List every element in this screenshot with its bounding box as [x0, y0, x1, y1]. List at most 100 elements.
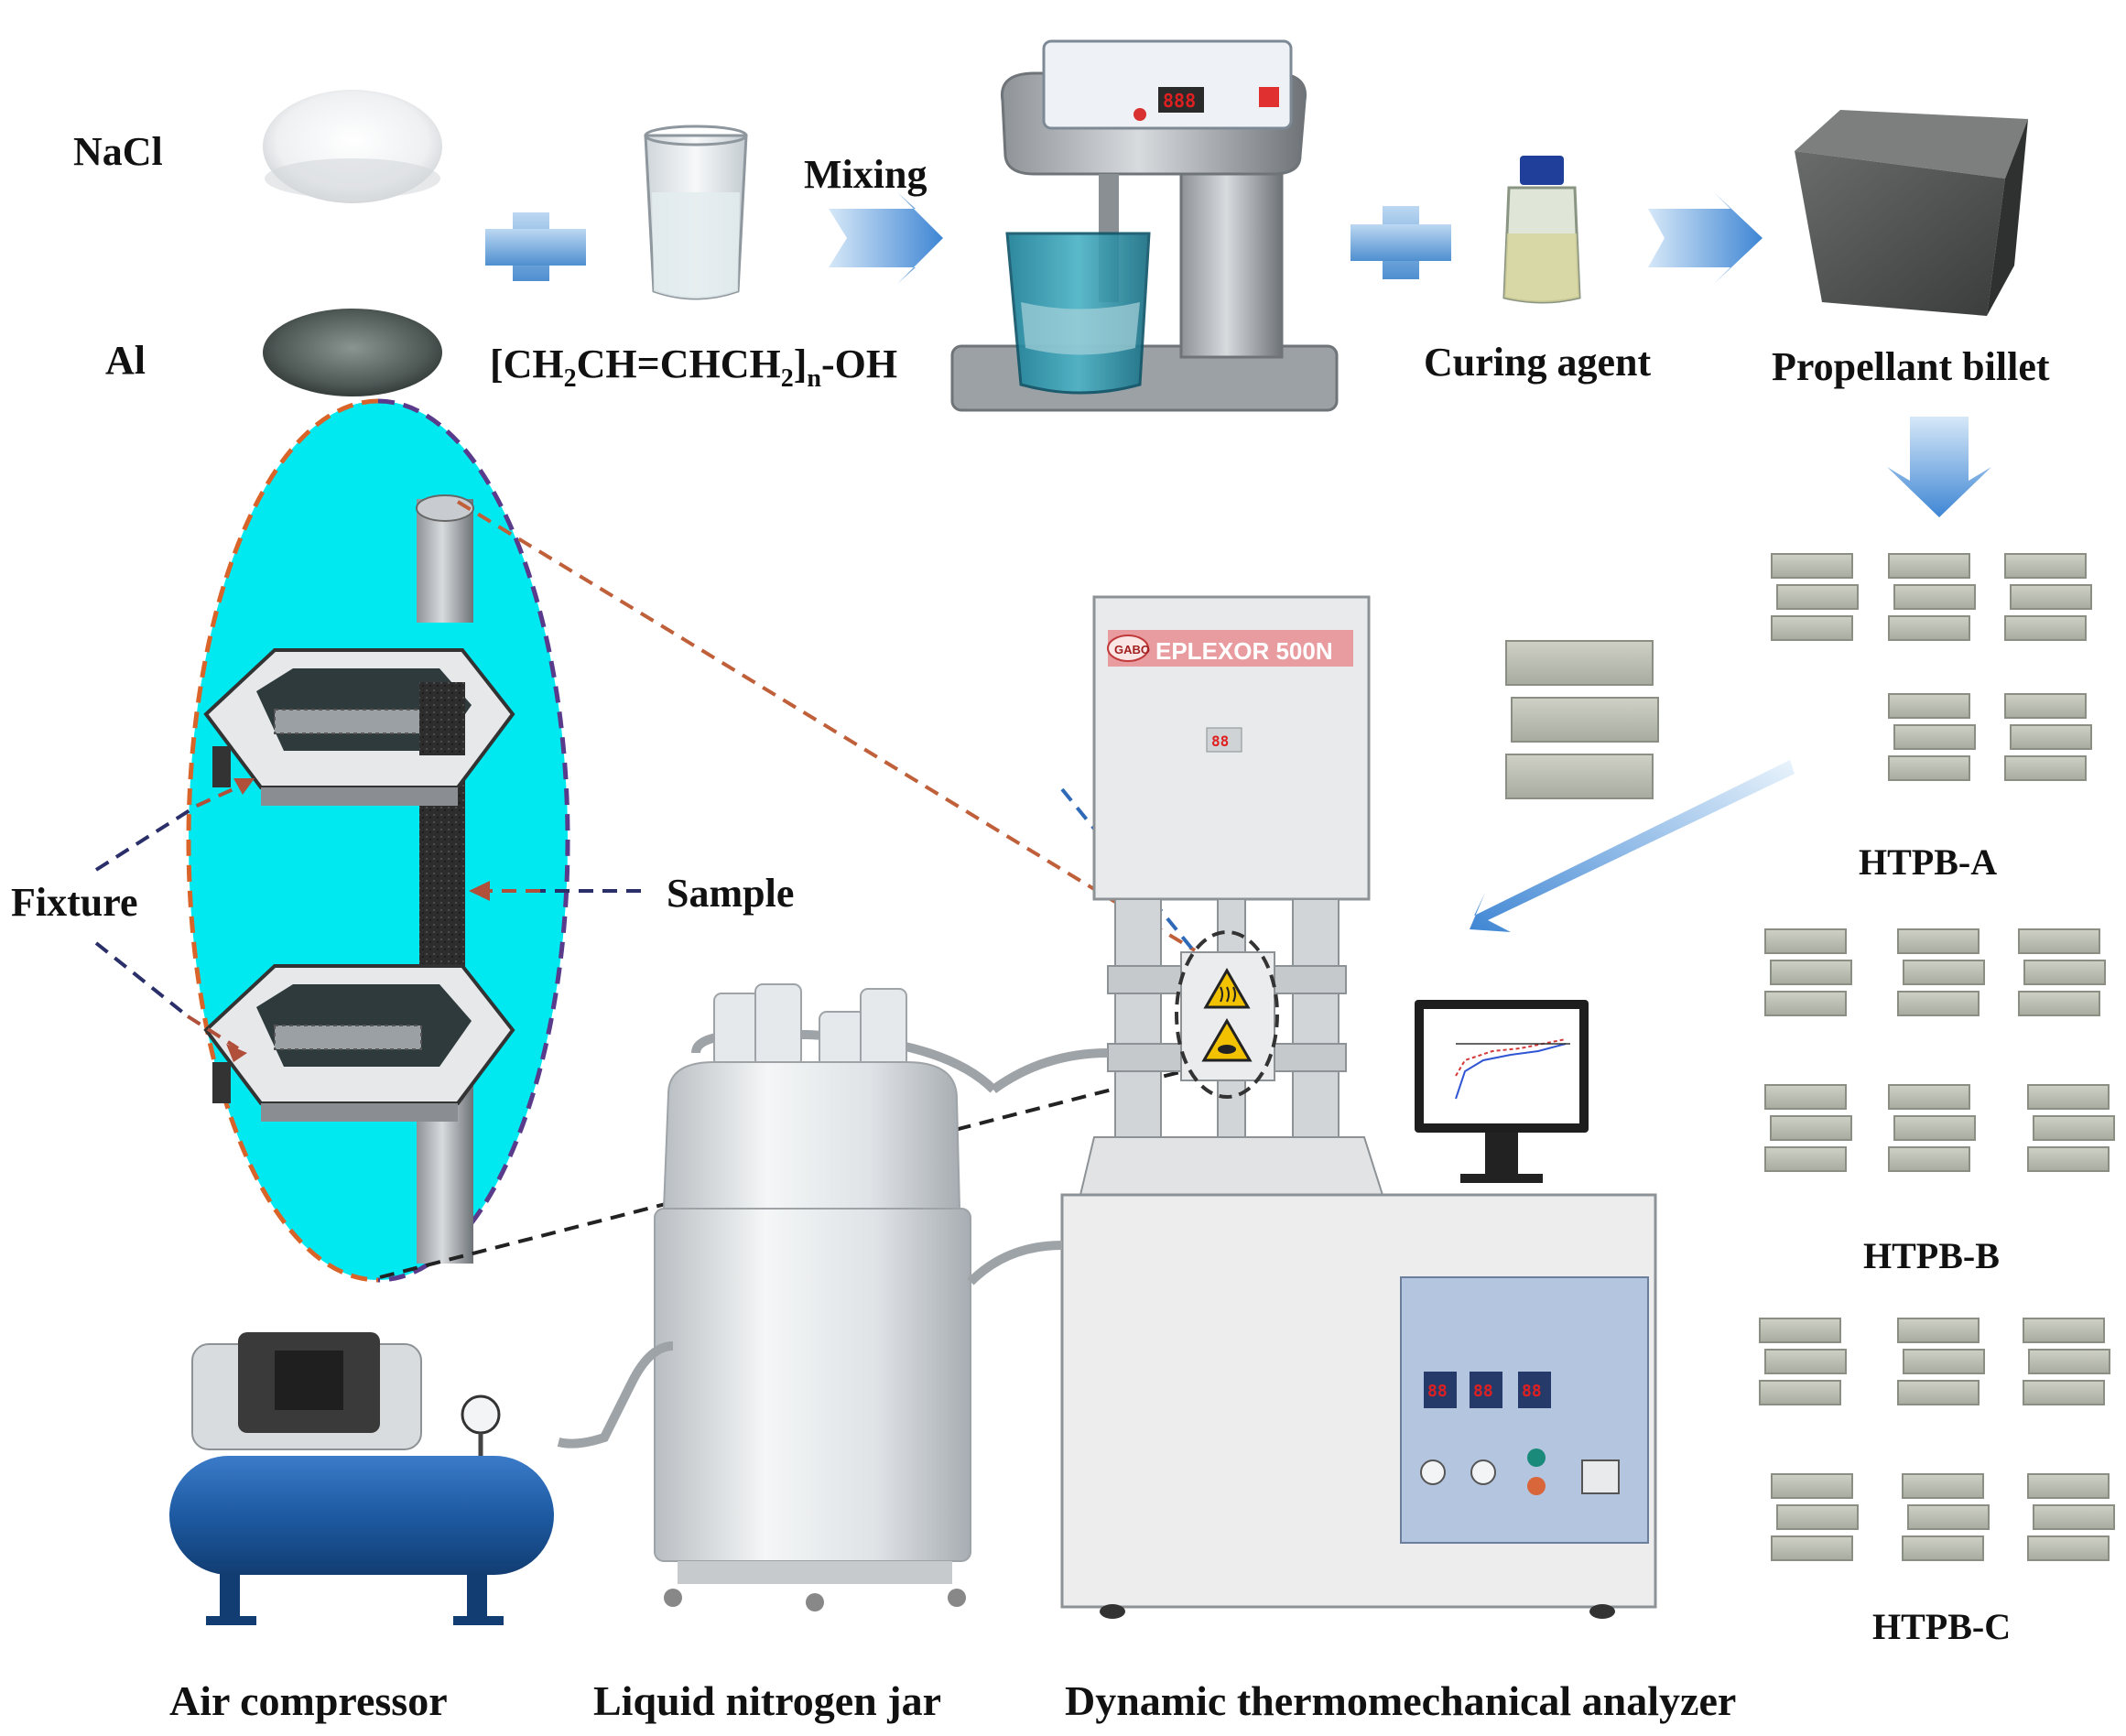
arrow-right-icon — [1648, 192, 1763, 284]
arrow-down-icon — [1887, 417, 1991, 517]
sample-specimen-stack — [1897, 928, 1985, 1016]
plus-icon — [1350, 206, 1451, 279]
heat-warning-icon — [1203, 967, 1251, 1009]
sample-specimen-stack — [2004, 693, 2092, 781]
sample-specimen — [1776, 584, 1859, 610]
sample-specimen — [2033, 1115, 2115, 1141]
key-switch — [1581, 1459, 1620, 1494]
sample-specimen — [1888, 1084, 1970, 1110]
fixture-callout — [94, 778, 255, 1062]
binder-formula-label: [CH2CH=CHCH2]n-OH — [490, 342, 897, 393]
sample-specimen — [1770, 1115, 1852, 1141]
sample-specimen — [1902, 1473, 1984, 1499]
sample-specimen — [1771, 553, 1853, 579]
sample-specimen — [1759, 1380, 1841, 1405]
sample-specimen — [1764, 991, 1847, 1016]
sample-specimen — [2023, 960, 2106, 985]
sample-specimen-stack — [1888, 693, 1976, 781]
sample-specimen — [1897, 1318, 1980, 1343]
sample-specimen-stack — [2027, 1473, 2115, 1561]
liquid-nitrogen-jar-image — [654, 983, 1109, 1611]
sample-specimen-stack — [1902, 1473, 1990, 1561]
sample-groups — [1505, 553, 2115, 1561]
mixing-label: Mixing — [804, 152, 927, 197]
nacl-label: NaCl — [73, 129, 163, 174]
sample-specimen — [1759, 1318, 1841, 1343]
al-powder-image — [263, 309, 442, 396]
sample-specimen — [1764, 1349, 1847, 1374]
beaker-image — [644, 125, 748, 300]
sample-specimen-stack — [1897, 1318, 1985, 1405]
sample-specimen-stack — [1764, 1084, 1852, 1172]
sample-specimen — [1888, 1146, 1970, 1172]
gauge-icon — [1470, 1459, 1496, 1485]
panel-display-1: 88 — [1427, 1382, 1448, 1401]
sample-specimen — [1902, 1535, 1984, 1561]
sample-specimen — [2027, 1535, 2110, 1561]
sample-specimen — [2028, 1349, 2110, 1374]
htpb-b-label: HTPB-B — [1863, 1235, 2000, 1276]
sample-specimen — [1776, 1504, 1859, 1530]
sample-specimen — [1771, 615, 1853, 641]
sample-specimen-stack — [2004, 553, 2092, 641]
curing-agent-bottle-image — [1502, 156, 1581, 304]
sample-specimen — [1907, 1504, 1990, 1530]
dma-model: EPLEXOR 500N — [1155, 637, 1333, 665]
sample-specimen — [1897, 1380, 1980, 1405]
sample-specimen — [1771, 1535, 1853, 1561]
curing-agent-label: Curing agent — [1424, 340, 1651, 385]
al-label: Al — [105, 338, 146, 383]
sample-specimen — [1511, 697, 1659, 743]
sample-specimen — [1770, 960, 1852, 985]
sample-specimen — [1888, 553, 1970, 579]
htpb-c-label: HTPB-C — [1872, 1606, 2011, 1647]
propellant-billet-label: Propellant billet — [1772, 344, 2050, 389]
sample-specimen — [1893, 1115, 1976, 1141]
htpb-a-label: HTPB-A — [1859, 841, 1997, 883]
sample-specimen — [1764, 1084, 1847, 1110]
sample-specimen — [1897, 928, 1980, 954]
monitor-image — [1415, 1000, 1589, 1183]
air-compressor-image — [169, 1332, 554, 1625]
gauge-icon — [1420, 1459, 1446, 1485]
sample-specimen — [2027, 1084, 2110, 1110]
sample-specimen — [1505, 640, 1654, 686]
sample-specimen — [1888, 615, 1970, 641]
panel-display-3: 88 — [1522, 1382, 1542, 1401]
air-compressor-label: Air compressor — [169, 1677, 448, 1724]
nacl-powder-image — [263, 90, 442, 203]
sample-specimen-stack — [1764, 928, 1852, 1016]
sample-specimen — [1893, 724, 1976, 750]
arrow-to-analyzer-icon — [1470, 760, 1795, 932]
fixture-zoom-ellipse — [186, 398, 570, 1283]
nitrogen-hose — [967, 1241, 1063, 1286]
sample-specimen — [1764, 1146, 1847, 1172]
sample-specimen-stack — [1888, 553, 1976, 641]
sample-specimen — [1888, 693, 1970, 719]
analyzer-label: Dynamic thermomechanical analyzer — [1065, 1677, 1736, 1724]
sample-specimen — [2018, 928, 2100, 954]
propellant-billet-image — [1795, 110, 2028, 316]
sample-specimen — [2027, 1146, 2110, 1172]
sample-specimen — [1888, 755, 1970, 781]
sample-specimen — [1764, 928, 1847, 954]
sample-specimen-stack — [2023, 1318, 2110, 1405]
sample-specimen — [1505, 754, 1654, 799]
sample-specimen — [2004, 755, 2087, 781]
green-button — [1527, 1448, 1546, 1467]
mixer-display: 888 — [1163, 90, 1196, 112]
sample-callout — [469, 881, 641, 901]
sample-specimen-stack — [2018, 928, 2106, 1016]
panel-display-2: 88 — [1473, 1382, 1493, 1401]
nitrogen-jar-label: Liquid nitrogen jar — [593, 1677, 941, 1724]
plus-icon — [485, 212, 586, 281]
sample-specimen-stack — [1771, 1473, 1859, 1561]
sample-label: Sample — [667, 871, 794, 916]
gauge-icon — [461, 1394, 501, 1435]
sample-specimen — [1903, 960, 1985, 985]
sample-specimen-stack — [1771, 553, 1859, 641]
sample-specimen-stack — [1888, 1084, 1976, 1172]
sample-specimen — [2004, 553, 2087, 579]
mixer-image: 888 — [950, 39, 1339, 412]
